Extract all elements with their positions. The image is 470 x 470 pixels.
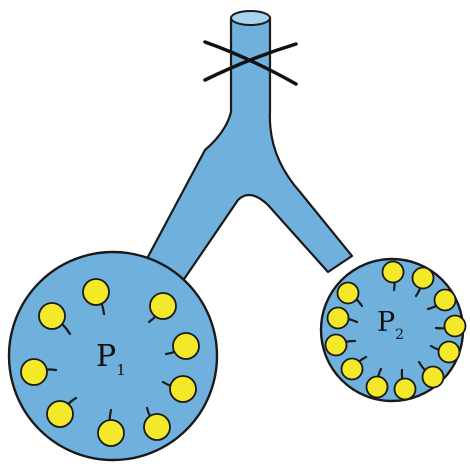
large-alveolus-molecule-head [21, 359, 47, 385]
large-alveolus-molecule-head [144, 414, 170, 440]
label-p1-subscript: 1 [116, 361, 126, 379]
trachea-opening [231, 11, 270, 25]
small-alveolus-molecule-head [328, 308, 349, 329]
small-alveolus-molecule-head [367, 377, 388, 398]
large-alveolus-molecule-head [150, 293, 176, 319]
small-alveolus-molecule-head [326, 335, 347, 356]
small-alveolus-molecule-head [423, 367, 444, 388]
large-alveolus-molecule-head [83, 279, 109, 305]
large-alveolus-molecule-head [98, 420, 124, 446]
small-alveolus-molecule-head [413, 268, 434, 289]
large-alveolus-molecule-head [173, 333, 199, 359]
label-p2-subscript: 2 [395, 327, 404, 343]
small-alveolus-molecule-head [383, 262, 404, 283]
small-alveolus-molecule-head [342, 359, 363, 380]
small-alveolus-molecule-head [445, 316, 466, 337]
large-alveolus-molecule-head [170, 376, 196, 402]
large-alveolus-molecule-head [39, 303, 65, 329]
large-alveolus-molecule-head [47, 401, 73, 427]
label-p2-letter: P [377, 307, 395, 338]
small-alveolus-molecule-head [338, 283, 359, 304]
small-alveolus-molecule-head [395, 379, 416, 400]
small-alveolus-molecule-head [435, 290, 456, 311]
small-alveolus-molecule-head [439, 342, 460, 363]
label-p1-letter: P [96, 339, 116, 374]
